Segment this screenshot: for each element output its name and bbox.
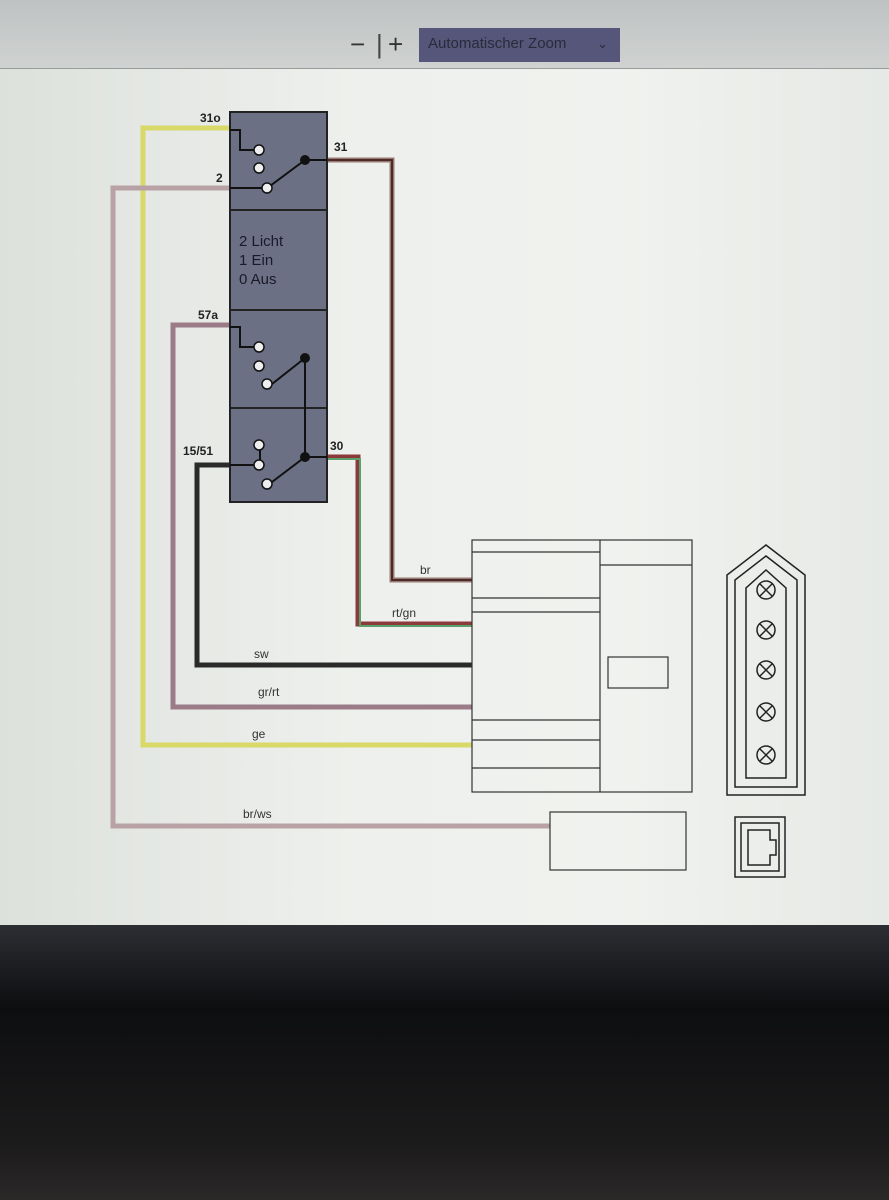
wire-label-br: br (420, 563, 431, 577)
wire-rt-gn (325, 454, 472, 627)
zoom-select-value: Automatischer Zoom (428, 35, 567, 52)
wire-label-gr-rt: gr/rt (258, 685, 280, 699)
pin-57a: 57a (198, 308, 218, 322)
wire-br (325, 157, 472, 583)
wire-label-ge: ge (252, 727, 266, 741)
wire-gr-rt (170, 322, 472, 710)
wire-br-ws (110, 185, 550, 829)
pin-15-51: 15/51 (183, 444, 213, 458)
wire-label-br-ws: br/ws (243, 807, 272, 821)
pin-2: 2 (216, 171, 223, 185)
legend-licht: 2 Licht (239, 233, 284, 250)
toolbar-separator: | (376, 29, 383, 59)
main-connector (471, 539, 693, 793)
wire-ge (140, 125, 472, 748)
pin-31o: 31o (200, 111, 221, 125)
legend-aus: 0 Aus (239, 271, 277, 288)
secondary-connector (549, 811, 687, 871)
small-plug-icon (734, 816, 786, 878)
monitor-bezel (0, 925, 889, 1200)
wire-label-sw: sw (254, 647, 269, 661)
chevron-down-icon: ⌄ (597, 36, 608, 51)
legend-ein: 1 Ein (239, 252, 273, 269)
pdf-toolbar: − | + Automatischer Zoom ⌄ (0, 0, 889, 69)
pin-30: 30 (330, 439, 344, 453)
bulb-socket-plug (726, 544, 806, 796)
bulb-icon (756, 580, 776, 765)
wire-label-rt-gn: rt/gn (392, 606, 416, 620)
zoom-out-button[interactable]: − (350, 29, 366, 59)
pdf-page (0, 69, 889, 939)
light-switch: 2 Licht 1 Ein 0 Aus (229, 111, 328, 503)
zoom-in-button[interactable]: + (388, 29, 404, 59)
pin-31: 31 (334, 140, 348, 154)
wire-sw (194, 462, 472, 668)
zoom-select[interactable]: Automatischer Zoom ⌄ (419, 28, 620, 62)
